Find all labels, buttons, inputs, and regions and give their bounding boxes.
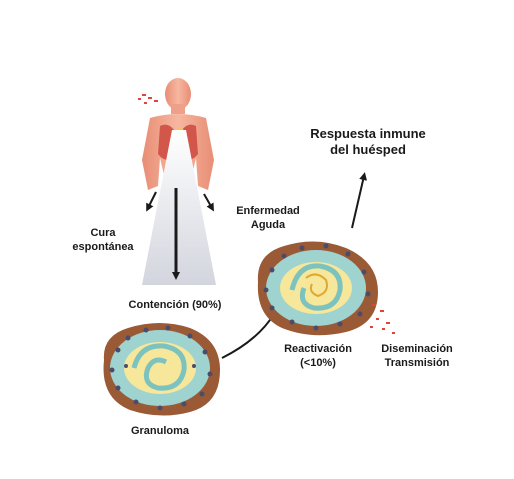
label-immune-response: Respuesta inmune del huésped xyxy=(310,126,426,157)
bacteria-spray-icon xyxy=(138,94,158,104)
containment-cone xyxy=(142,130,216,285)
label-reactivation: Reactivación (<10%) xyxy=(284,343,352,369)
arrow-acute-disease xyxy=(203,193,214,212)
granuloma-icon xyxy=(103,323,220,416)
dissemination-spray-icon xyxy=(370,304,395,334)
label-spontaneous-cure: Cura espontánea xyxy=(72,227,134,253)
arrow-spontaneous-cure xyxy=(146,191,157,212)
label-granuloma: Granuloma xyxy=(130,425,190,437)
label-acute-disease: Enfermedad Aguda xyxy=(236,205,300,231)
reactivated-granuloma-icon xyxy=(257,241,378,336)
arrow-immune-response xyxy=(351,172,367,229)
label-dissemination: Diseminación Transmisión xyxy=(381,343,453,369)
label-containment: Contención (90%) xyxy=(128,299,222,311)
arrow-reactivation xyxy=(221,310,277,359)
